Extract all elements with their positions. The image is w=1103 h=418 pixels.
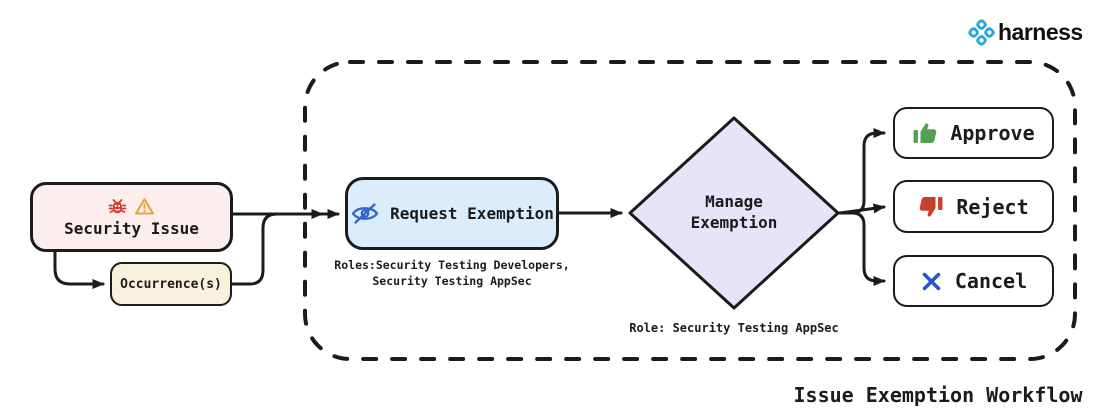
harness-logo: harness xyxy=(968,19,1083,46)
manage-exemption-role: Role: Security Testing AppSec xyxy=(629,321,839,335)
request-exemption-roles: Roles:Security Testing Developers,Securi… xyxy=(327,258,577,289)
approve-label: Approve xyxy=(950,121,1035,145)
request-exemption-label: Request Exemption xyxy=(390,204,554,223)
occurrences-node: Occurrence(s) xyxy=(110,262,232,306)
thumbs-down-icon xyxy=(920,196,943,217)
request-exemption-node: Request Exemption xyxy=(345,177,559,250)
arrow-diamond-to-approve xyxy=(838,128,886,215)
harness-logo-icon xyxy=(968,19,995,46)
security-issue-label: Security Issue xyxy=(64,219,199,238)
harness-wordmark: harness xyxy=(998,19,1083,45)
manage-exemption-diamond xyxy=(628,116,840,310)
warning-icon xyxy=(135,197,154,214)
arrow-diamond-to-cancel xyxy=(838,211,886,286)
x-icon xyxy=(922,272,941,290)
diagram-caption: Issue Exemption Workflow xyxy=(793,383,1083,407)
approve-node: Approve xyxy=(893,107,1054,159)
roles-line-1: Roles:Security Testing Developers, xyxy=(334,258,570,272)
arrow-security-to-occurrence xyxy=(53,250,105,289)
manage-exemption-line-2: Exemption xyxy=(690,212,778,232)
reject-label: Reject xyxy=(956,194,1029,219)
thumbs-up-icon xyxy=(913,123,937,143)
workflow-boundary xyxy=(303,60,1077,361)
bug-icon xyxy=(108,199,127,214)
roles-line-2: Security Testing AppSec xyxy=(372,273,532,288)
arrow-occurrence-to-request xyxy=(230,209,324,286)
security-issue-node: Security Issue xyxy=(30,182,233,252)
reject-node: Reject xyxy=(893,180,1054,233)
eye-off-icon xyxy=(351,203,379,224)
manage-exemption-line-1: Manage xyxy=(705,192,763,211)
cancel-label: Cancel xyxy=(954,269,1028,293)
cancel-node: Cancel xyxy=(893,255,1054,307)
security-issue-icons xyxy=(108,196,155,216)
occurrences-label: Occurrence(s) xyxy=(120,276,222,292)
